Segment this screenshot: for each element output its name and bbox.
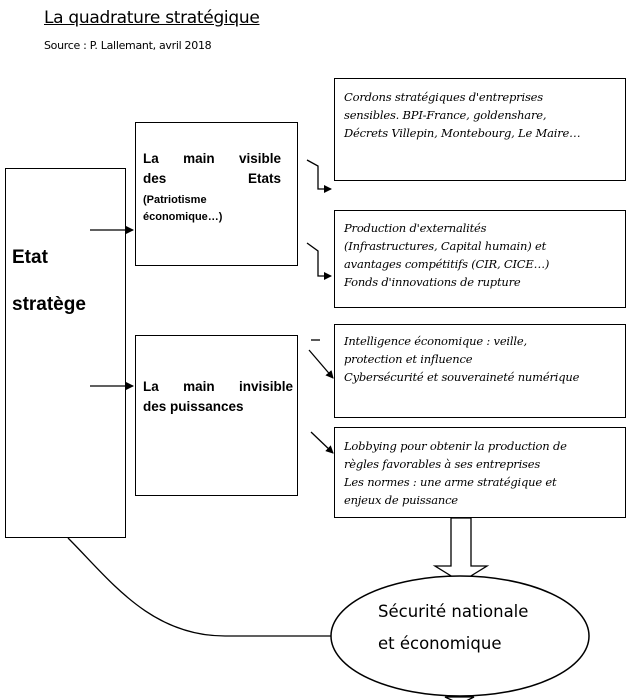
lobbying-line-2: règles favorables à ses entreprises <box>344 457 541 471</box>
block-arrow-down <box>432 517 490 583</box>
lobbying-text: Lobbying pour obtenir la production de r… <box>344 437 567 509</box>
production-line-4: Fonds d'innovations de rupture <box>344 275 521 289</box>
main-visible-label: La main visible des Etats <box>143 149 281 189</box>
main-visible-sub-2: économique…) <box>143 211 223 223</box>
arrow-invisible-to-lobbying <box>310 431 334 454</box>
cordons-box <box>334 78 626 181</box>
production-line-2: (Infrastructures, Capital humain) et <box>344 239 546 253</box>
etat-stratege-label: Etat stratège <box>12 234 122 328</box>
main-invisible-box <box>135 335 298 496</box>
lobbying-box <box>334 427 626 518</box>
bottom-arrow-stub <box>444 696 475 700</box>
production-box <box>334 210 626 308</box>
cordons-text: Cordons stratégiques d'entreprises sensi… <box>344 88 581 142</box>
cordons-line-1: Cordons stratégiques d'entreprises <box>344 90 543 104</box>
production-line-3: avantages compétitifs (CIR, CICE…) <box>344 257 550 271</box>
securite-line-1: Sécurité nationale <box>378 602 529 621</box>
production-line-1: Production d'externalités <box>344 221 487 235</box>
securite-line-2: et économique <box>378 634 502 653</box>
intelligence-line-3: Cybersécurité et souveraineté numérique <box>344 370 580 384</box>
intelligence-text: Intelligence économique : veille, protec… <box>344 332 579 386</box>
main-visible-line-1: La main visible <box>143 151 281 166</box>
etat-line-1: Etat <box>12 247 48 268</box>
main-invisible-line-2: des puissances <box>143 399 244 414</box>
arrow-visible-to-production <box>306 242 332 280</box>
cordons-line-2: sensibles. BPI-France, goldenshare, <box>344 108 547 122</box>
main-visible-sub-1: (Patriotisme <box>143 194 207 206</box>
lobbying-line-3: Les normes : une arme stratégique et <box>344 475 557 489</box>
arrow-visible-to-cordons <box>306 159 332 193</box>
source-caption: Source : P. Lallemant, avril 2018 <box>44 39 212 52</box>
main-visible-line-2: des Etats <box>143 171 281 186</box>
arrow-invisible-to-intelligence <box>308 349 334 379</box>
securite-label: Sécurité nationale et économique <box>378 596 528 660</box>
cordons-line-3: Décrets Villepin, Montebourg, Le Maire… <box>344 126 581 140</box>
lobbying-line-4: enjeux de puissance <box>344 493 458 507</box>
main-invisible-line-1: La main invisible <box>143 379 293 394</box>
main-visible-sub: (Patriotisme économique…) <box>143 192 283 226</box>
intelligence-line-2: protection et influence <box>344 352 473 366</box>
main-visible-box <box>135 122 298 266</box>
main-invisible-label: La main invisible des puissances <box>143 377 293 417</box>
lobbying-line-1: Lobbying pour obtenir la production de <box>344 439 567 453</box>
intelligence-box <box>334 324 626 418</box>
production-text: Production d'externalités (Infrastructur… <box>344 219 549 291</box>
securite-ellipse <box>330 575 590 697</box>
etat-line-2: stratège <box>12 294 86 315</box>
diagram-title: La quadrature stratégique <box>44 8 260 28</box>
intelligence-line-1: Intelligence économique : veille, <box>344 334 527 348</box>
curve-etat-to-securite <box>67 537 346 640</box>
